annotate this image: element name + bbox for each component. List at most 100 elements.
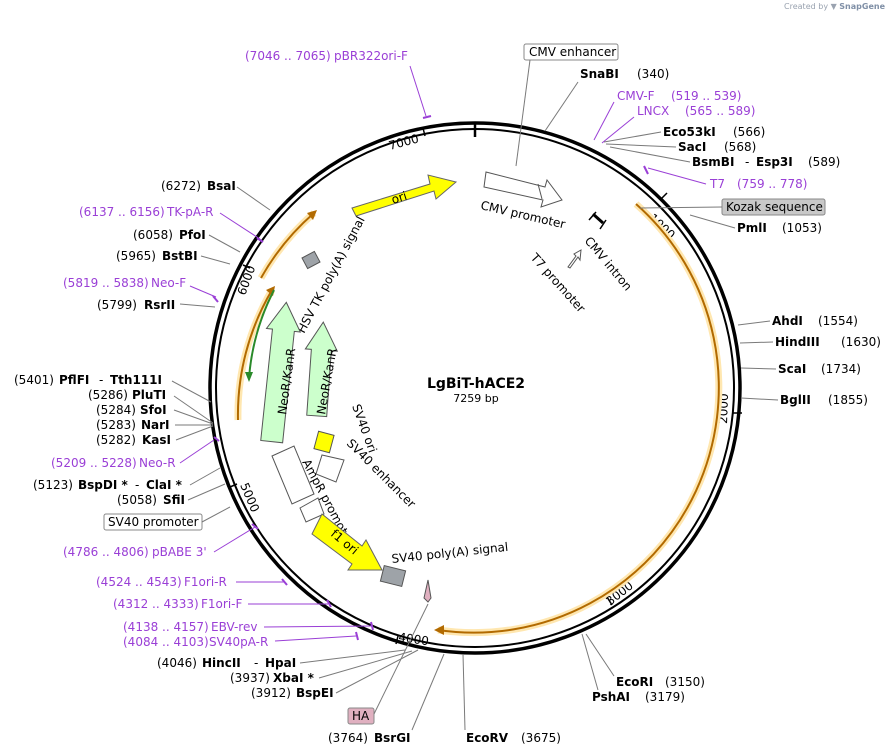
- sv40-promoter-leader: [201, 506, 231, 523]
- site-snabi-name: SnaBI: [580, 67, 619, 81]
- hace2-orf-glow: [437, 201, 723, 637]
- primer-neof-leader: [189, 285, 217, 298]
- primer-f1f-name: F1ori-F: [201, 597, 242, 611]
- site-pluti-name: PluTI: [132, 388, 166, 402]
- primer-neof-mark: [212, 295, 219, 303]
- kozak-label: Kozak sequence: [726, 200, 823, 214]
- primer-lncx-name: LNCX: [637, 104, 669, 118]
- site-xbai-pos: (3937): [230, 671, 270, 685]
- site-pflfi-name: PflFI: [59, 373, 89, 387]
- site-eco53ki-name: Eco53kI: [663, 125, 716, 139]
- site-pflfi-leader: [171, 380, 212, 403]
- cmv-enhancer-leader: [515, 59, 531, 167]
- site-bglii-pos: (1855): [828, 393, 868, 407]
- site-pshai-pos: (3179): [645, 690, 685, 704]
- tick-7000: [422, 127, 426, 137]
- tick-marks: [229, 127, 742, 645]
- neo-kan-feature-2: [304, 321, 339, 418]
- cmv-enhancer-label: CMV enhancer: [529, 45, 616, 59]
- site-bsai-pos: (6272): [161, 179, 201, 193]
- sv40-promoter-label: SV40 promoter: [108, 515, 199, 529]
- ampr-promoter-feature: [271, 445, 315, 505]
- site-hincii-pos: (4046): [157, 656, 197, 670]
- site-bspdi-pos: (5123): [33, 478, 73, 492]
- left-orange-arrowhead-1: [307, 210, 317, 220]
- site-pfoi-name: PfoI: [179, 228, 206, 242]
- site-pmli-name: PmlI: [737, 221, 767, 235]
- site-ecori-name: EcoRI: [616, 675, 653, 689]
- site-snabi-pos: (340): [637, 67, 669, 81]
- neo-green-arrowhead: [245, 372, 253, 382]
- site-bstbi-name: BstBI: [162, 249, 198, 263]
- cmv-promoter-divider: [537, 183, 543, 200]
- site-pmli-leader: [689, 214, 736, 229]
- primer-t7-mark: [643, 165, 649, 175]
- site-ecori-leader: [585, 633, 615, 677]
- plasmid-name: LgBiT-hACE2: [427, 376, 525, 392]
- tick-5000: [229, 483, 238, 488]
- primer-t7-pos: (759 .. 778): [737, 177, 807, 191]
- primer-lncx-leader: [601, 116, 635, 144]
- primer-sv40pa-leader: [274, 635, 357, 642]
- primer-tkpa-mark: [256, 237, 264, 243]
- cmv-enhancer-box: [523, 43, 619, 61]
- hsv-tk-polya-feature: [301, 250, 321, 270]
- site-bsrgi-name: BsrGI: [374, 731, 411, 745]
- primer-ebv-mark: [370, 621, 374, 631]
- primer-sv40pa-name: SV40pA-R: [209, 635, 268, 649]
- primer-lncx-pos: (565 .. 589): [685, 104, 755, 118]
- site-nari-name: NarI: [141, 418, 170, 432]
- site-scai-pos: (1734): [821, 362, 861, 376]
- site-saci-name: SacI: [678, 140, 706, 154]
- site-bspdi-leader: [189, 467, 221, 486]
- neo-green-arc: [248, 289, 275, 379]
- primer-sv40pa-mark: [355, 631, 359, 641]
- site-rsrii-leader: [179, 303, 216, 308]
- primer-pbr322-mark: [422, 115, 432, 119]
- site-hincii-name: HincII: [202, 656, 241, 670]
- site-pflfi-pos: (5401): [14, 373, 54, 387]
- primer-pbabe-leader: [213, 526, 256, 553]
- site-pflfi-sep: -: [99, 373, 103, 387]
- neo-kan-feature-1: [260, 301, 302, 444]
- site-hindiii-leader: [739, 341, 774, 344]
- site-nari-pos: (5283): [96, 418, 136, 432]
- sv40-ori-feature: [313, 430, 335, 454]
- primer-neor-leader: [179, 439, 215, 464]
- ha-box: [347, 707, 375, 725]
- site-sfii-name: SfiI: [163, 493, 185, 507]
- site-bspei-name: BspEI: [296, 686, 334, 700]
- site-ecorv-pos: (3675): [521, 731, 561, 745]
- tick-3000: [606, 596, 613, 606]
- primer-pbabe-pos: (4786 .. 4806): [63, 545, 149, 559]
- primer-ebv-pos: (4138 .. 4157): [123, 620, 209, 634]
- site-ahdi-name: AhdI: [772, 314, 803, 328]
- site-pshai-leader: [581, 633, 599, 691]
- site-bsai-leader: [236, 186, 271, 211]
- primer-f1r-name: F1ori-R: [184, 575, 227, 589]
- site-ecorv-leader: [462, 653, 466, 731]
- primer-ebv-name: EBV-rev: [211, 620, 257, 634]
- kozak-leader: [639, 206, 723, 209]
- site-rsrii-name: RsrII: [144, 298, 175, 312]
- site-rsrii-pos: (5799): [97, 298, 137, 312]
- site-bglii-name: BglII: [780, 393, 811, 407]
- site-ecori-pos: (3150): [665, 675, 705, 689]
- site-bspei-pos: (3912): [251, 686, 291, 700]
- tick-6000: [242, 264, 251, 269]
- site-xbai-leader: [318, 650, 413, 679]
- site-scai-name: ScaI: [778, 362, 806, 376]
- hsv-tk-label: HSV TK poly(A) signal: [294, 214, 367, 335]
- ampr-promoter-arrow: [299, 497, 325, 523]
- site-bsmbi-name2: Esp3I: [756, 155, 793, 169]
- primer-neor-mark: [213, 436, 220, 442]
- site-pfoi-pos: (6058): [133, 228, 173, 242]
- snapgene-credit: Created by ▼ SnapGene: [784, 2, 885, 11]
- site-bsrgi-pos: (3764): [328, 731, 368, 745]
- t7-promoter-label: T7 promoter: [527, 250, 588, 315]
- credit-text: Created by: [784, 2, 829, 11]
- site-ecorv-name: EcoRV: [466, 731, 509, 745]
- site-bspdi-sep: -: [135, 478, 139, 492]
- cmv-intron-label: CMV intron: [582, 234, 635, 294]
- site-pflfi-name2: Tth111I: [110, 373, 162, 387]
